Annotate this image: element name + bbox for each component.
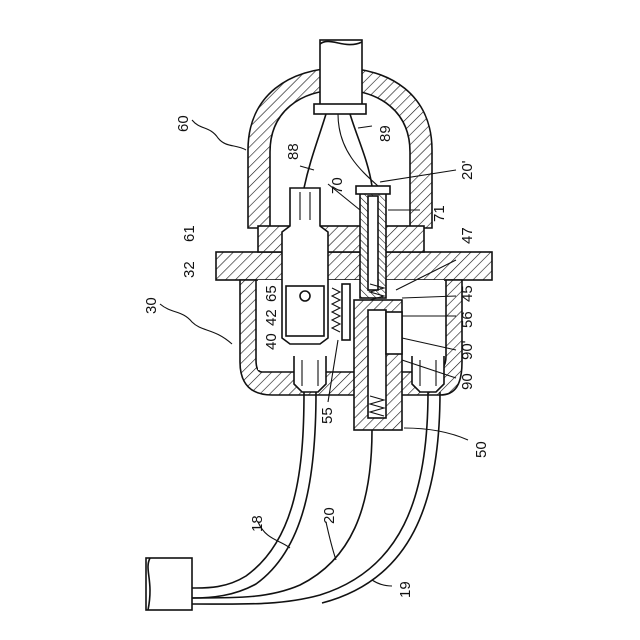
label-30: 30 <box>143 297 160 314</box>
label-55: 55 <box>319 407 336 424</box>
cable-grommet <box>314 104 366 114</box>
center-tube-core <box>368 196 378 290</box>
label-20: 20 <box>321 507 338 524</box>
leader-20 <box>326 522 336 560</box>
label-90p: 90' <box>459 340 476 360</box>
center-tube-cap <box>356 186 390 194</box>
label-50: 50 <box>473 441 490 458</box>
cable-18-inner <box>192 392 316 598</box>
terminal-cup-right <box>412 356 444 392</box>
flange-plate <box>216 252 492 280</box>
leader-60 <box>192 120 246 150</box>
terminal-cup-left <box>294 356 326 392</box>
cable-18 <box>192 392 304 588</box>
label-90: 90 <box>459 373 476 390</box>
label-18: 18 <box>249 515 266 532</box>
wire-88 <box>304 114 326 188</box>
label-40: 40 <box>263 333 280 350</box>
label-88: 88 <box>285 143 302 160</box>
label-47: 47 <box>459 227 476 244</box>
label-20p: 20' <box>459 160 476 180</box>
leader-19 <box>372 580 392 586</box>
leader-30 <box>160 304 232 344</box>
label-65: 65 <box>263 285 280 302</box>
plug <box>146 558 192 610</box>
label-61: 61 <box>181 225 198 242</box>
wire-70 <box>338 114 378 186</box>
label-45: 45 <box>459 285 476 302</box>
label-70: 70 <box>329 177 346 194</box>
label-56: 56 <box>459 311 476 328</box>
label-89: 89 <box>377 125 394 142</box>
cable-20 <box>192 430 372 598</box>
connector-hole <box>300 291 310 301</box>
wire-89 <box>350 114 372 186</box>
leader-50 <box>404 428 468 440</box>
top-cable <box>320 40 362 106</box>
label-32: 32 <box>181 261 198 278</box>
label-60: 60 <box>175 115 192 132</box>
leader-89 <box>358 126 372 128</box>
label-71: 71 <box>431 205 448 222</box>
leader-88 <box>300 166 314 170</box>
label-42: 42 <box>263 309 280 326</box>
lower-block-side <box>386 312 402 354</box>
label-19: 19 <box>397 581 414 598</box>
spring-holder <box>342 284 350 340</box>
